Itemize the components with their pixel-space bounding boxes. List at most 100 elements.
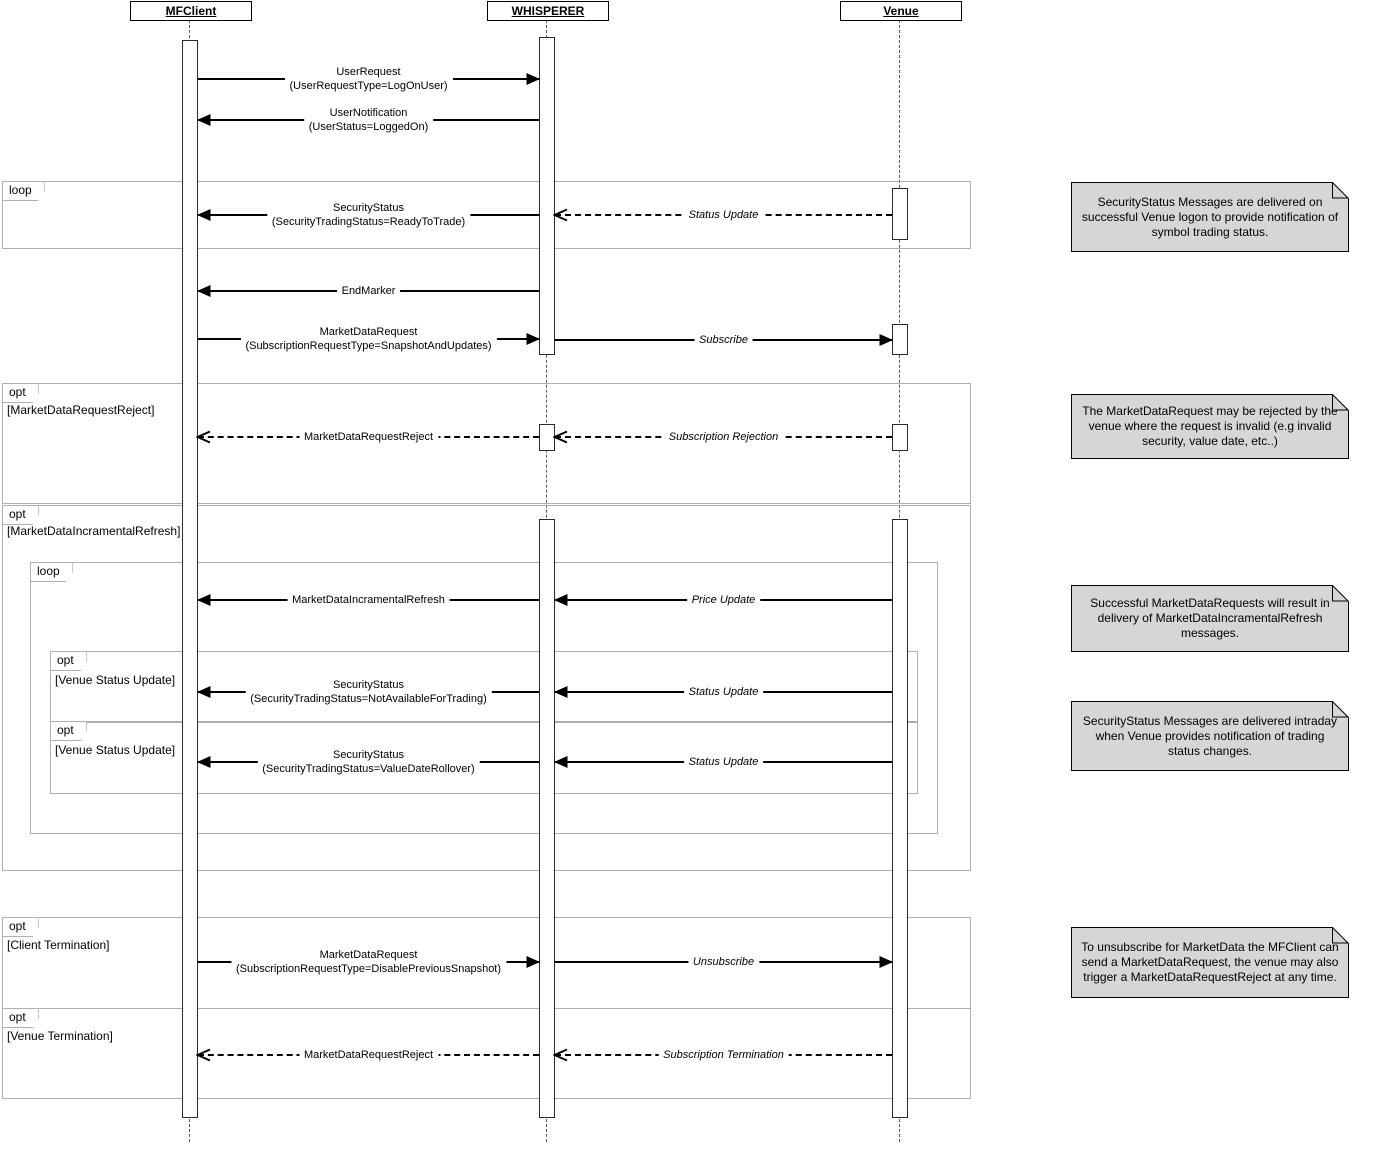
message-name: MarketDataRequest [319,949,418,961]
note-unsubscribe-info: To unsubscribe for MarketData the MFClie… [1071,927,1349,998]
message-label: MarketDataRequest (SubscriptionRequestTy… [240,324,497,354]
arrowhead-filled-left-icon [554,594,568,606]
actor-label: Venue [883,4,919,18]
message-label: MarketDataRequestReject [298,1047,439,1063]
fragment-loop-top [2,181,971,249]
actor-label: WHISPERER [511,4,585,18]
message-label: MarketDataRequestReject [298,429,439,445]
arrowhead-filled-left-icon [197,756,211,768]
fragment-loop-inner [30,562,938,834]
arrowhead-filled-right-icon [526,73,540,85]
arrowhead-filled-right-icon [526,956,540,968]
message-params: (UserRequestType=LogOnUser) [289,80,448,92]
fragment-guard: [Venue Status Update] [55,743,176,757]
arrowhead-filled-left-icon [197,686,211,698]
note-text: SecurityStatus Messages are delivered in… [1082,713,1338,758]
actor-venue: Venue [840,1,962,21]
fragment-opt-vsu1 [50,651,918,723]
fragment-guard: [Client Termination] [7,938,110,952]
fragment-guard: [MarketDataRequestReject] [7,403,155,417]
arrowhead-filled-left-icon [554,756,568,768]
fragment-guard: [MarketDataIncramentalRefresh] [7,524,181,538]
arrowhead-open-left-icon [196,430,211,444]
fragment-operator-tab: opt [2,505,39,525]
note-intraday-status: SecurityStatus Messages are delivered in… [1071,701,1349,771]
message-params: (SubscriptionRequestType=DisablePrevious… [235,963,502,975]
fragment-operator-tab: opt [2,383,39,403]
message-label: Subscription Rejection [663,429,784,445]
actor-mfclient: MFClient [130,1,252,21]
message-label: SecurityStatus (SecurityTradingStatus=Va… [257,747,480,777]
note-fold-corner-icon [1332,182,1349,199]
arrowhead-filled-left-icon [197,594,211,606]
fragment-operator-tab: opt [50,651,87,671]
actor-label: MFClient [165,4,217,18]
message-name: UserRequest [336,66,401,78]
message-label: UserNotification (UserStatus=LoggedOn) [303,105,434,135]
fragment-opt-mdrr [2,383,971,504]
message-label: Price Update [686,592,761,608]
arrowhead-filled-left-icon [197,209,211,221]
fragment-opt-vsu2 [50,721,918,794]
note-fold-corner-icon [1332,701,1349,718]
arrowhead-open-left-icon [553,1048,568,1062]
message-name: SecurityStatus [333,749,404,761]
fragment-guard: [Venue Termination] [7,1029,113,1043]
message-params: (UserStatus=LoggedOn) [308,121,429,133]
message-name: SecurityStatus [333,202,404,214]
note-reject-reason: The MarketDataRequest may be rejected by… [1071,394,1349,459]
message-label: SecurityStatus (SecurityTradingStatus=Re… [266,200,471,230]
message-params: (SecurityTradingStatus=ReadyToTrade) [271,216,466,228]
message-label: SecurityStatus (SecurityTradingStatus=No… [245,677,492,707]
note-fold-corner-icon [1332,585,1349,602]
fragment-opt-venue-termination [2,1008,971,1099]
fragment-operator-tab: loop [30,562,73,582]
note-text: Successful MarketDataRequests will resul… [1090,596,1330,640]
fragment-operator-tab: opt [50,721,87,741]
message-label: Subscription Termination [658,1047,789,1063]
activation-whisperer-1 [539,37,555,355]
activation-venue-3 [892,424,908,451]
activation-venue-4 [892,519,908,1118]
note-text: The MarketDataRequest may be rejected by… [1082,404,1338,448]
message-params: (SecurityTradingStatus=ValueDateRollover… [262,763,475,775]
fragment-operator-tab: loop [2,181,45,201]
message-label: Subscribe [694,332,753,348]
arrowhead-filled-left-icon [554,686,568,698]
message-params: (SecurityTradingStatus=NotAvailableForTr… [250,693,487,705]
note-text: To unsubscribe for MarketData the MFClie… [1081,940,1339,984]
note-logon-status: SecurityStatus Messages are delivered on… [1071,182,1349,252]
message-label: UserRequest (UserRequestType=LogOnUser) [284,64,453,94]
fragment-guard: [Venue Status Update] [55,673,176,687]
arrowhead-open-left-icon [553,208,568,222]
actor-whisperer: WHISPERER [487,1,609,21]
arrowhead-open-left-icon [553,430,568,444]
fragment-operator-tab: opt [2,1008,39,1028]
message-name: SecurityStatus [333,679,404,691]
fragment-operator-tab: opt [2,917,39,937]
message-label: Status Update [683,684,764,700]
message-label: Status Update [683,754,764,770]
arrowhead-filled-right-icon [526,333,540,345]
arrowhead-open-left-icon [196,1048,211,1062]
message-label: MarketDataIncramentalRefresh [287,592,450,608]
arrowhead-filled-right-icon [879,956,893,968]
message-label: Unsubscribe [687,954,760,970]
fragment-opt-mdir [2,505,971,871]
note-fold-corner-icon [1332,394,1349,411]
message-label: EndMarker [336,283,401,299]
arrowhead-filled-left-icon [197,285,211,297]
message-name: MarketDataRequest [319,326,418,338]
note-fold-corner-icon [1332,927,1349,944]
message-name: UserNotification [329,107,408,119]
message-params: (SubscriptionRequestType=SnapshotAndUpda… [245,340,492,352]
activation-venue-1 [892,188,908,240]
message-label: MarketDataRequest (SubscriptionRequestTy… [230,947,507,977]
activation-whisperer-3 [539,519,555,1118]
arrowhead-filled-right-icon [879,334,893,346]
activation-venue-2 [892,324,908,355]
note-refresh-result: Successful MarketDataRequests will resul… [1071,585,1349,652]
message-label: Status Update [683,207,764,223]
note-text: SecurityStatus Messages are delivered on… [1081,194,1339,239]
